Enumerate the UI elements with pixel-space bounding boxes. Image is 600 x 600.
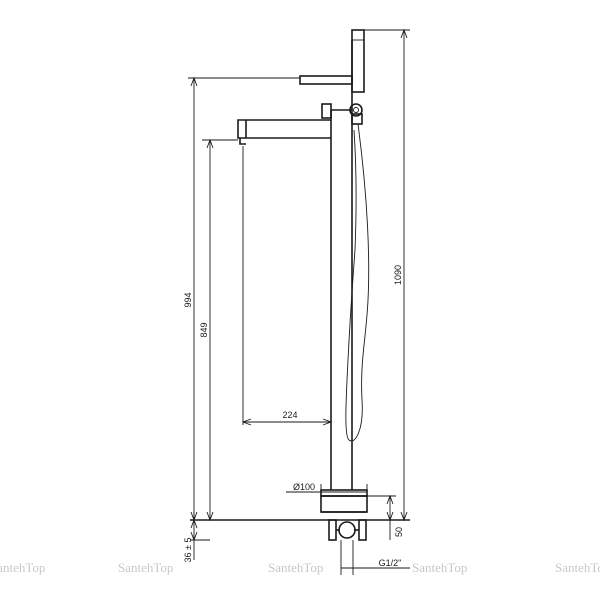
label-base-diameter: Ø100 bbox=[293, 482, 315, 492]
dimension-spout-height: 994 bbox=[183, 76, 300, 522]
hand-shower bbox=[351, 29, 365, 93]
watermark-2: SantehTop bbox=[118, 560, 173, 575]
dimension-floor-tolerance: 36 ± 5 bbox=[183, 512, 210, 562]
faucet-base bbox=[320, 489, 368, 513]
dimension-outlet-height: 849 bbox=[199, 138, 238, 522]
dimension-spout-reach: 224 bbox=[241, 146, 333, 426]
label-36-5: 36 ± 5 bbox=[183, 538, 193, 563]
label-50: 50 bbox=[394, 527, 404, 537]
label-1090: 1090 bbox=[393, 265, 403, 285]
label-994: 994 bbox=[183, 292, 193, 307]
mixer-lever bbox=[299, 75, 353, 85]
watermark-3: SantehTop bbox=[268, 560, 323, 575]
watermark-left: SantehTop bbox=[0, 560, 45, 575]
watermark-4: SantehTop bbox=[412, 560, 467, 575]
dimension-base-diameter: Ø100 bbox=[286, 482, 368, 493]
shower-hose bbox=[345, 123, 370, 442]
label-thread: G1/2" bbox=[379, 558, 402, 568]
watermark-right: SantehTop bbox=[555, 560, 600, 575]
diverter-knob bbox=[321, 103, 363, 125]
spout bbox=[237, 119, 331, 145]
label-849: 849 bbox=[199, 322, 209, 337]
dimension-thread: G1/2" bbox=[340, 540, 410, 575]
watermark-group: SantehTop SantehTop SantehTop SantehTop … bbox=[0, 560, 600, 575]
floor-connection bbox=[328, 519, 367, 541]
label-224: 224 bbox=[282, 410, 297, 420]
dimension-base-height: 50 bbox=[367, 494, 404, 540]
dimension-overall-height: 1090 bbox=[364, 28, 410, 522]
faucet-column bbox=[330, 40, 353, 490]
